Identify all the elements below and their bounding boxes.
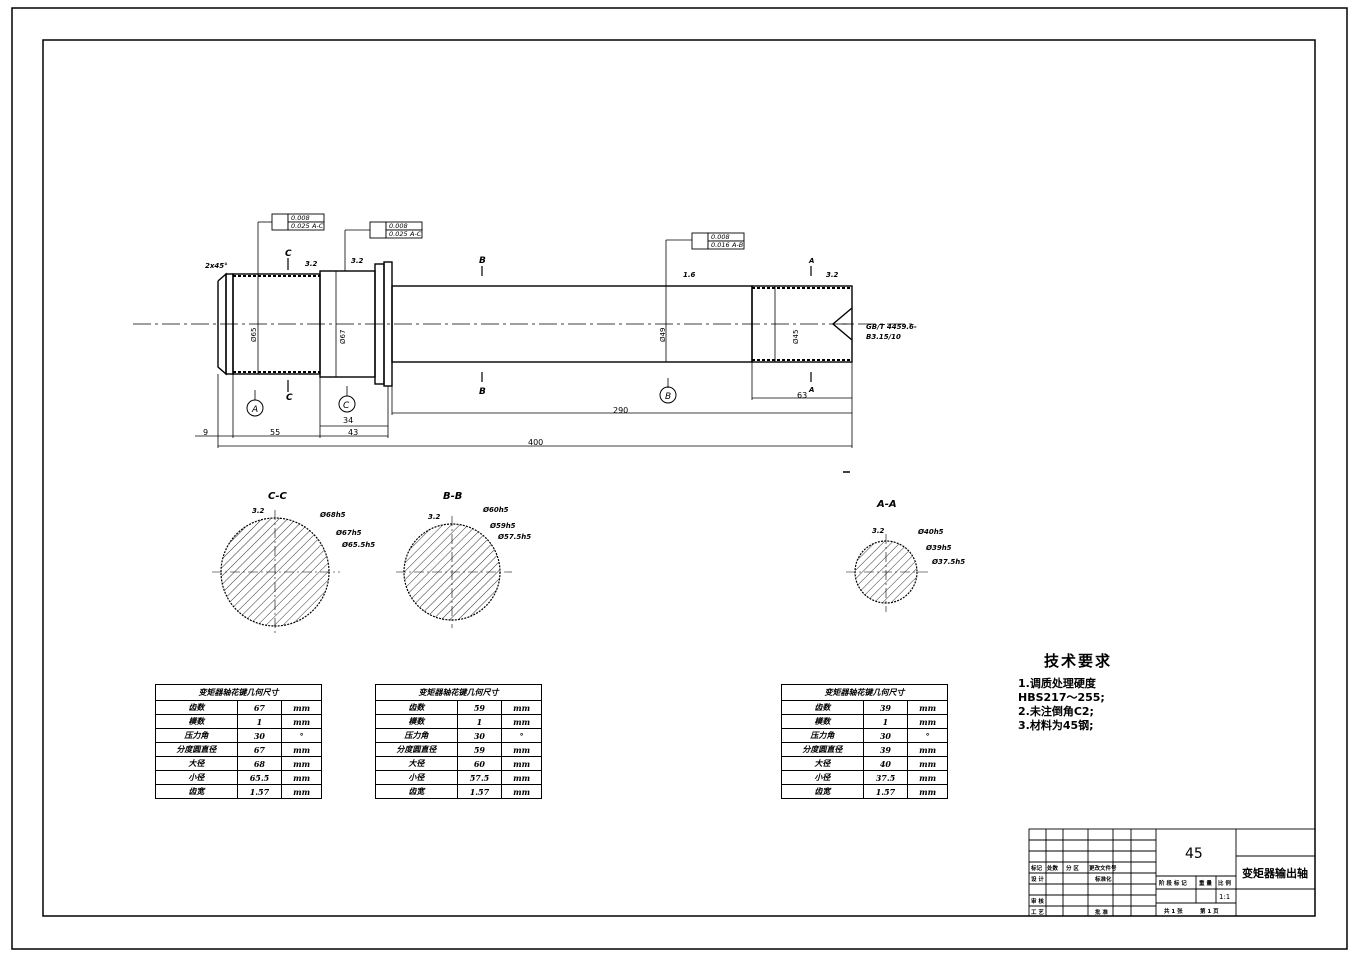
tol-2ref: A-C [409, 230, 422, 238]
section-aa-title: A-A [876, 499, 897, 510]
tol-2a: 0.008 [389, 222, 408, 230]
datum-circles [246, 386, 677, 417]
section-bb: B-B Ø60h5 Ø59h5 Ø57.5h5 3.2 [396, 491, 531, 628]
section-cc-d3: Ø65.5h5 [341, 541, 375, 549]
tech-heading: 技术要求 [1044, 652, 1113, 670]
tb-count: 处数 [1046, 864, 1059, 872]
tb-ratio: 比 例 [1218, 879, 1231, 887]
tb-design: 设 计 [1031, 875, 1044, 883]
cut-a-bot: A [808, 386, 814, 394]
section-bb-d3: Ø57.5h5 [497, 533, 531, 541]
inner-frame [42, 39, 1316, 917]
section-cc-title: C-C [268, 491, 287, 502]
dim-9: 9 [203, 428, 208, 437]
section-bb-r: 3.2 [428, 513, 441, 521]
tol-1b: 0.025 [291, 222, 310, 230]
section-bb-title: B-B [443, 491, 462, 502]
dim-290: 290 [613, 406, 628, 415]
tb-weight: 重 量 [1199, 879, 1212, 887]
outer-frame [11, 7, 1348, 950]
chamfer-label: 2x45° [205, 262, 228, 270]
tb-approve: 批 准 [1095, 908, 1108, 916]
cut-c-bot: C [286, 393, 293, 403]
dim-34: 34 [343, 416, 353, 425]
cut-a-top: A [808, 257, 814, 265]
cut-b-bot: B [479, 387, 486, 397]
section-aa-d3: Ø37.5h5 [931, 558, 965, 566]
dim-55: 55 [270, 428, 280, 437]
dia-a-label: Ø45 [792, 330, 800, 344]
tb-zone: 分 区 [1066, 864, 1079, 872]
tol-1ref: A-C [311, 222, 324, 230]
section-cc: C-C Ø68h5 Ø67h5 Ø65.5h5 3.2 [212, 491, 375, 634]
section-aa-d1: Ø40h5 [917, 528, 944, 536]
section-bb-d2: Ø59h5 [489, 522, 516, 530]
tb-sheet-no: 第 1 页 [1200, 907, 1219, 915]
center-std-2: B3.15/10 [866, 333, 901, 341]
tech-line: 2.未注倒角C2; [1018, 705, 1094, 718]
tb-part-name: 变矩器输出轴 [1242, 866, 1308, 880]
dia-b-label: Ø49 [659, 328, 667, 342]
tolerance-frames [271, 213, 745, 250]
section-aa-d2: Ø39h5 [925, 544, 952, 552]
datum-c: C [343, 401, 350, 411]
title-block-grid [1028, 828, 1316, 917]
roughness-4: 3.2 [826, 271, 839, 279]
tech-line: 1.调质处理硬度 [1018, 677, 1096, 690]
tb-scale: 1:1 [1219, 893, 1230, 901]
tb-std: 标准化 [1094, 875, 1112, 883]
section-bb-d1: Ø60h5 [482, 506, 509, 514]
dim-400: 400 [528, 438, 543, 447]
spline-marks [233, 275, 852, 373]
tb-material: 45 [1185, 846, 1203, 862]
tol-3b: 0.016 [711, 241, 730, 249]
tol-3ref: A-B [731, 241, 744, 249]
section-aa-r: 3.2 [872, 527, 885, 535]
section-cc-d1: Ø68h5 [319, 511, 346, 519]
roughness-2: 3.2 [351, 257, 364, 265]
dia-c2-label: Ø67 [339, 330, 347, 344]
dim-43: 43 [348, 428, 358, 437]
cut-c-top: C [285, 249, 292, 259]
datum-b: B [665, 392, 671, 402]
tech-line: HBS217～255; [1018, 691, 1105, 704]
tb-stage: 阶 段 标 记 [1159, 879, 1187, 887]
spline-table-title: 变矩器轴花键几何尺寸 [375, 684, 542, 701]
tech-requirements: 技术要求 1.调质处理硬度 HBS217～255; 2.未注倒角C2; 3.材料… [1018, 650, 1112, 733]
tol-2b: 0.025 [389, 230, 408, 238]
tol-3a: 0.008 [711, 233, 730, 241]
dim-63: 63 [797, 391, 807, 400]
spline-table-title: 变矩器轴花键几何尺寸 [781, 684, 948, 701]
roughness-1: 3.2 [305, 260, 318, 268]
section-cc-d2: Ø67h5 [335, 529, 362, 537]
dia-c-label: Ø65 [250, 328, 258, 342]
section-aa: A-A Ø40h5 Ø39h5 Ø37.5h5 3.2 [846, 499, 965, 612]
tb-mark: 标记 [1030, 864, 1043, 872]
tb-sheet-total: 共 1 张 [1164, 907, 1183, 915]
cut-b-top: B [479, 256, 486, 266]
spline-table-title: 变矩器轴花键几何尺寸 [155, 684, 322, 701]
tb-doc: 更改文件号 [1089, 864, 1117, 872]
section-cc-r: 3.2 [252, 507, 265, 515]
tb-process: 工 艺 [1031, 908, 1044, 916]
roughness-3: 1.6 [683, 271, 696, 279]
tol-1a: 0.008 [291, 214, 310, 222]
tech-line: 3.材料为45钢; [1018, 719, 1094, 732]
tb-review: 审 核 [1031, 897, 1044, 905]
dimension-lines [195, 221, 853, 473]
center-std-1: GB/T 4459.6- [866, 323, 917, 331]
datum-a: A [251, 405, 258, 415]
